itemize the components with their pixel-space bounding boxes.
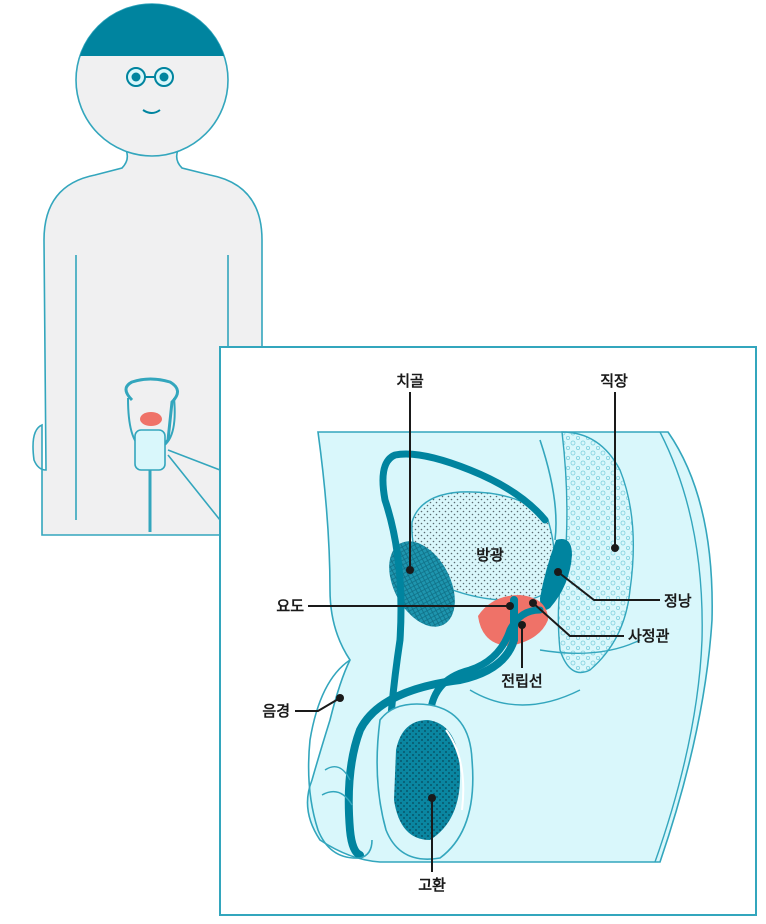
zoom-connector xyxy=(167,449,221,521)
label-rectum: 직장 xyxy=(600,372,628,390)
human-figure xyxy=(32,3,263,536)
label-pubic-bone: 치골 xyxy=(396,372,424,390)
label-penis: 음경 xyxy=(262,702,290,720)
label-prostate: 전립선 xyxy=(501,672,542,690)
mouth xyxy=(142,109,161,114)
label-ejaculatory-duct: 사정관 xyxy=(628,627,670,645)
leader-lines xyxy=(295,392,660,872)
body-silhouette xyxy=(32,149,263,536)
testis xyxy=(394,720,461,840)
mini-organs xyxy=(124,377,179,532)
inset-anatomy xyxy=(306,431,713,863)
marker-dots xyxy=(336,544,619,802)
penis-outline xyxy=(307,659,373,859)
label-bladder: 방광 xyxy=(476,546,504,564)
label-testis: 고환 xyxy=(418,876,446,894)
urethra xyxy=(344,596,518,859)
label-seminal-vesicle: 정낭 xyxy=(664,592,692,610)
label-urethra: 요도 xyxy=(276,597,304,615)
